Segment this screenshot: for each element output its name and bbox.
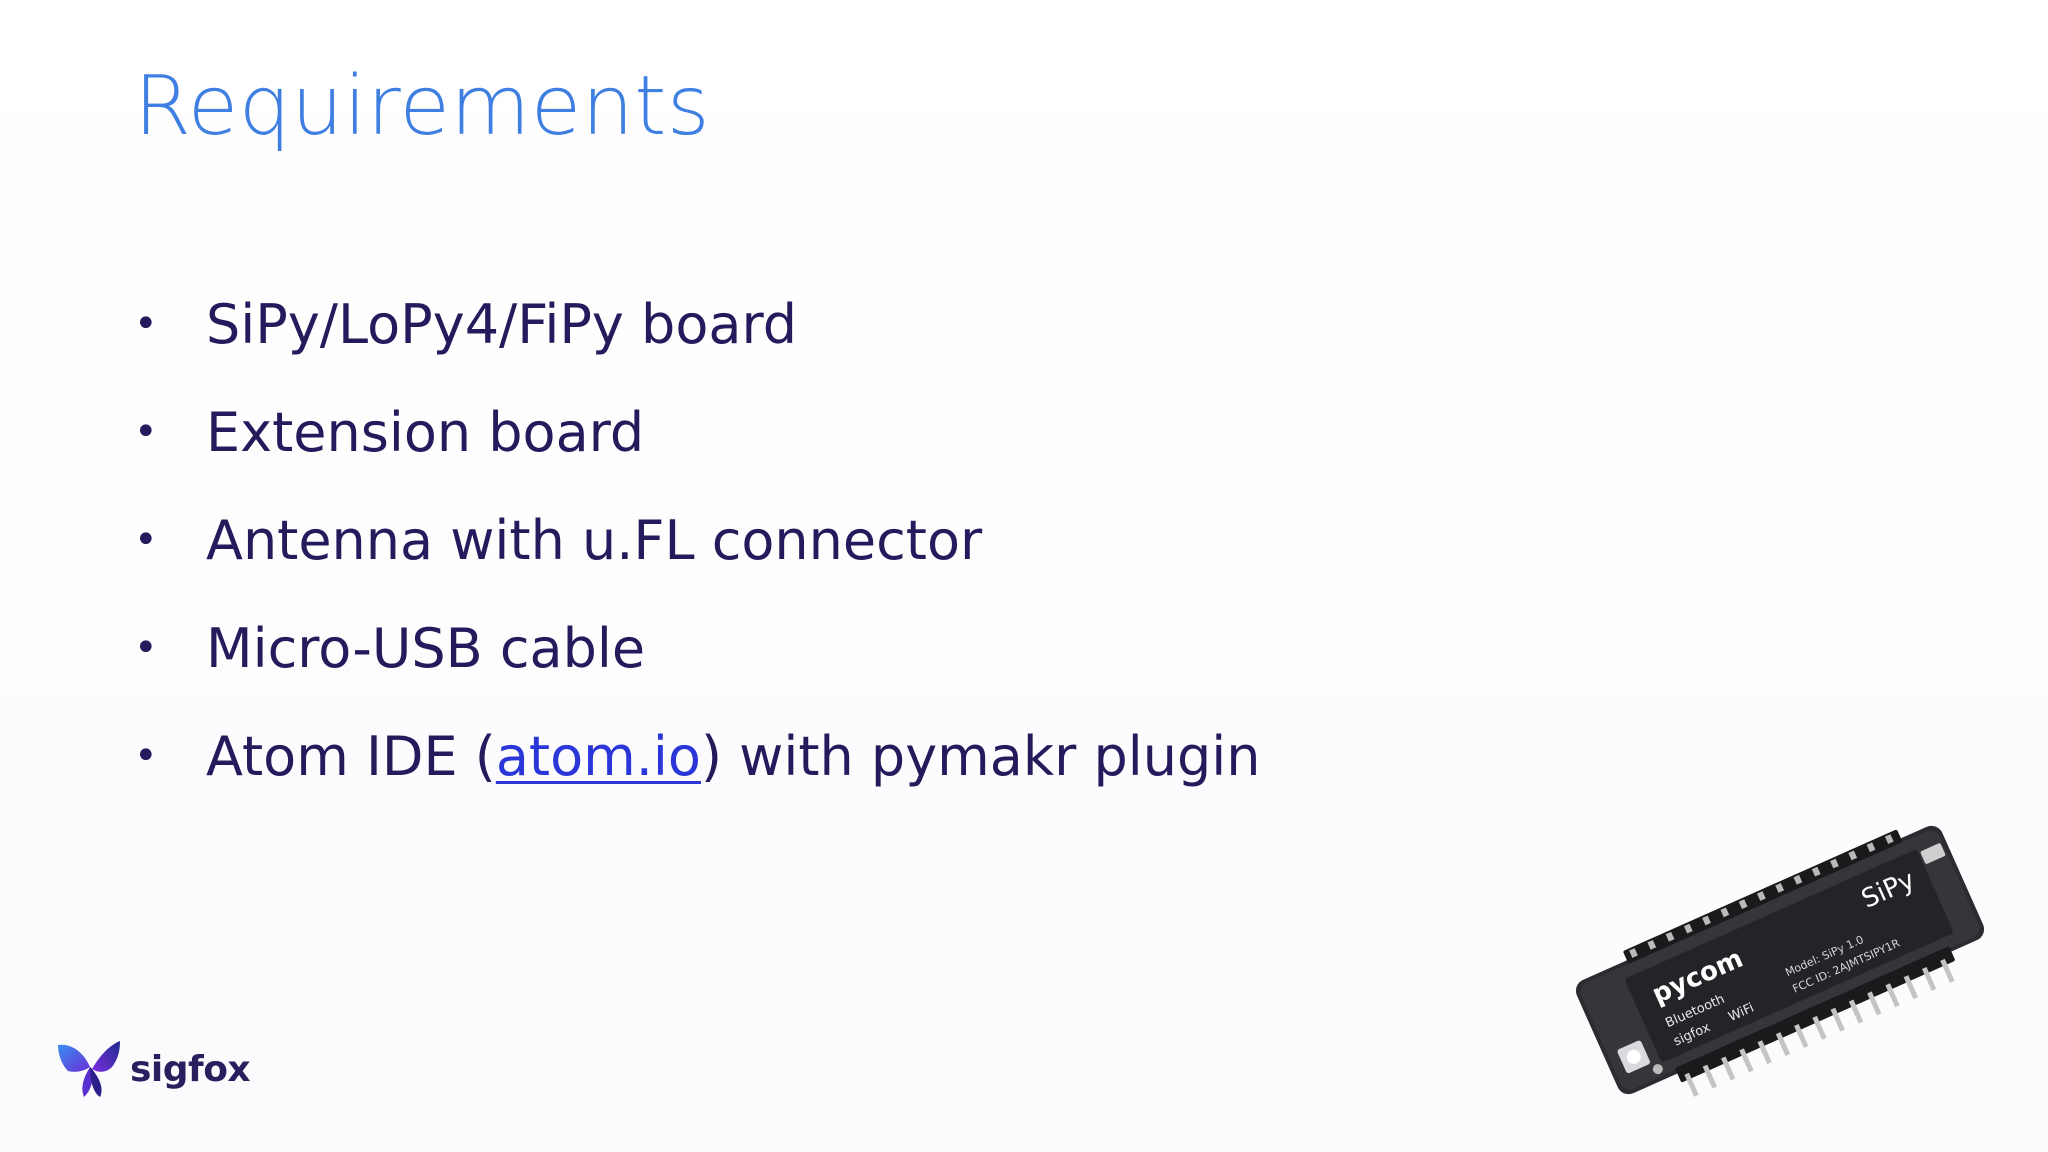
bullet-text: Antenna with u.FL connector <box>206 508 983 572</box>
sigfox-butterfly-icon <box>58 1041 120 1097</box>
list-item: • Micro-USB cable <box>134 594 1261 702</box>
bullet-marker: • <box>134 409 158 455</box>
bullet-text: SiPy/LoPy4/FiPy board <box>206 292 797 356</box>
bullet-marker: • <box>134 517 158 563</box>
bullet-text-suffix: ) with pymakr plugin <box>700 724 1261 788</box>
sigfox-wordmark: sigfox <box>130 1048 251 1090</box>
bullet-text: Extension board <box>206 400 645 464</box>
atom-io-link[interactable]: atom.io <box>495 724 701 788</box>
pycom-sipy-board-image: pycom Bluetooth sigfox WiFi Model: SiPy … <box>1575 825 1985 1097</box>
list-item: • Extension board <box>134 378 1261 486</box>
bullet-text-prefix: Atom IDE ( <box>206 724 496 788</box>
bullet-marker: • <box>134 301 158 347</box>
requirements-list: • SiPy/LoPy4/FiPy board • Extension boar… <box>134 270 1261 810</box>
slide-title: Requirements <box>134 59 711 154</box>
bullet-text: Micro-USB cable <box>206 616 646 680</box>
list-item: • SiPy/LoPy4/FiPy board <box>134 270 1261 378</box>
list-item: • Atom IDE (atom.io) with pymakr plugin <box>134 702 1261 810</box>
sigfox-logo: sigfox <box>54 1036 251 1102</box>
bullet-marker: • <box>134 625 158 671</box>
list-item: • Antenna with u.FL connector <box>134 486 1261 594</box>
bullet-marker: • <box>134 733 158 779</box>
